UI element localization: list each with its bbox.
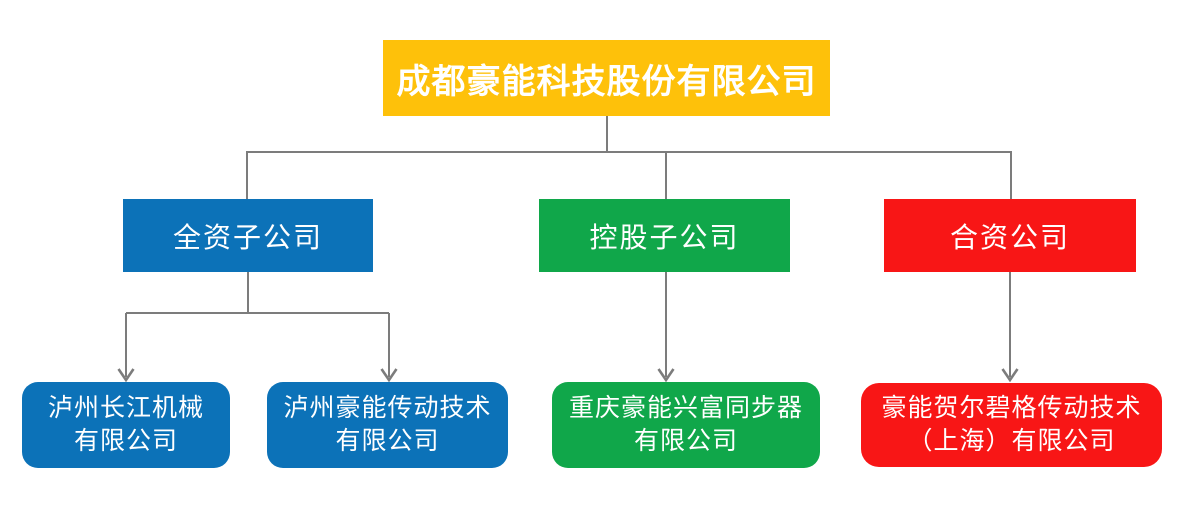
arrowhead-icon <box>1001 368 1019 383</box>
category-node-joint-venture: 合资公司 <box>884 199 1136 272</box>
subsidiary-label: 泸州豪能传动技术 有限公司 <box>283 392 491 458</box>
subsidiary-label-line: （上海）有限公司 <box>907 427 1116 455</box>
subsidiary-label-line: 有限公司 <box>335 427 440 455</box>
root-company-node: 成都豪能科技股份有限公司 <box>383 40 830 116</box>
arrowhead-icon <box>380 368 398 383</box>
category-label: 全资子公司 <box>172 221 323 253</box>
subsidiary-label-line: 泸州豪能传动技术 <box>283 394 492 422</box>
subsidiary-node-luzhou-changjiang: 泸州长江机械 有限公司 <box>22 382 230 468</box>
category-label: 控股子公司 <box>589 221 740 253</box>
category-node-wholly-owned: 全资子公司 <box>123 199 373 272</box>
subsidiary-node-luzhou-haoneng: 泸州豪能传动技术 有限公司 <box>267 382 508 468</box>
subsidiary-label-line: 重庆豪能兴富同步器 <box>568 394 803 422</box>
category-node-holding: 控股子公司 <box>539 199 790 272</box>
category-label: 合资公司 <box>949 221 1070 253</box>
subsidiary-label: 豪能贺尔碧格传动技术 （上海）有限公司 <box>881 392 1141 458</box>
connector-tree <box>117 116 1019 383</box>
root-company-label: 成都豪能科技股份有限公司 <box>396 62 817 101</box>
subsidiary-label-line: 豪能贺尔碧格传动技术 <box>881 394 1142 422</box>
arrowhead-icon <box>117 368 135 383</box>
subsidiary-node-chongqing-xingfu: 重庆豪能兴富同步器 有限公司 <box>552 382 820 468</box>
subsidiary-label: 重庆豪能兴富同步器 有限公司 <box>569 392 803 458</box>
subsidiary-label: 泸州长江机械 有限公司 <box>48 392 204 458</box>
arrowhead-icon <box>657 368 675 383</box>
subsidiary-label-line: 有限公司 <box>73 427 178 455</box>
connector-level2-rake <box>246 151 1012 199</box>
subsidiary-label-line: 有限公司 <box>633 427 738 455</box>
subsidiary-label-line: 泸州长江机械 <box>47 394 204 422</box>
subsidiary-node-hoerbiger-shanghai: 豪能贺尔碧格传动技术 （上海）有限公司 <box>861 383 1162 467</box>
